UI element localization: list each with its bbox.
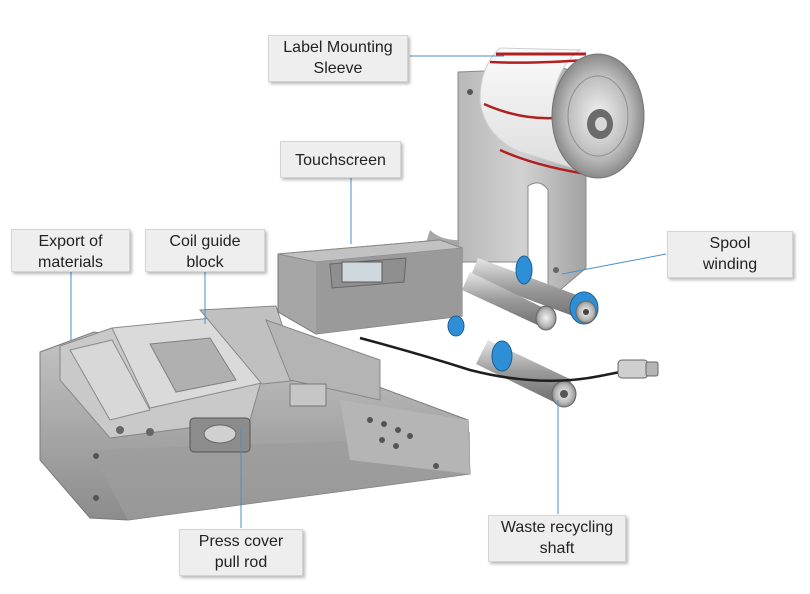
callout-press-cover-pull-rod-line2: pull rod [214,554,268,571]
callout-export-of-materials-line1: Export of [38,233,103,250]
leader-spool-winding [561,253,667,275]
roller-middle [447,272,557,337]
callout-touchscreen-line1: Touchscreen [295,152,386,169]
callout-export-of-materials: Export of materials [11,229,130,272]
callout-press-cover-pull-rod-line1: Press cover [198,533,284,550]
callout-coil-guide-block-line1: Coil guide [169,233,241,250]
callout-press-cover-pull-rod: Press cover pull rod [179,529,303,576]
callout-waste-recycling-shaft: Waste recycling shaft [488,515,626,562]
callout-label-mounting-sleeve-line2: Sleeve [313,60,363,77]
callout-coil-guide-block-line2: block [186,254,224,271]
callout-coil-guide-block: Coil guide block [145,229,265,272]
label-roll [479,47,645,179]
callout-spool-winding-line2: winding [702,256,758,273]
callout-label-mounting-sleeve: Label Mounting Sleeve [268,35,408,82]
cable-connector [359,336,659,383]
callout-label-mounting-sleeve-line1: Label Mounting [283,39,393,56]
callout-spool-winding-line1: Spool [709,235,751,252]
guide-block [59,305,381,453]
callout-touchscreen: Touchscreen [280,141,401,178]
roller-upper [470,255,599,325]
callout-spool-winding: Spool winding [667,231,793,278]
callout-waste-recycling-shaft-line2: shaft [539,540,575,557]
callout-export-of-materials-line2: materials [38,254,103,271]
touchscreen-housing [277,239,463,335]
callout-waste-recycling-shaft-line1: Waste recycling [500,519,614,536]
leader-lines [70,55,667,528]
